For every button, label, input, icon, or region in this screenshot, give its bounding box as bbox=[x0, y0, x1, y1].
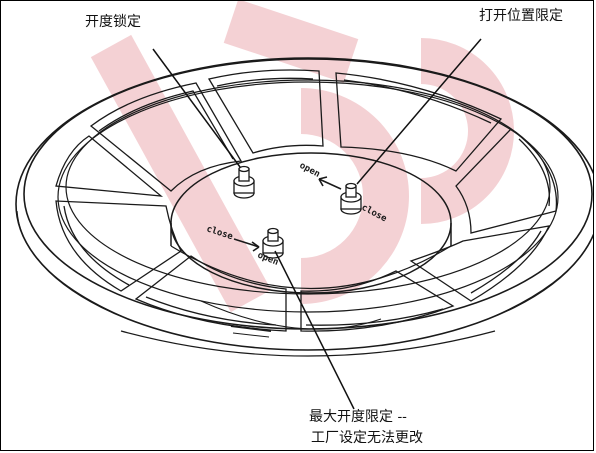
callout-max-limit-line1: 最大开度限定 -- bbox=[309, 409, 407, 425]
max-limit-bolt bbox=[262, 227, 284, 259]
callout-max-limit-line2: 工厂设定无法更改 bbox=[311, 430, 423, 446]
callout-open-lock: 开度锁定 bbox=[85, 14, 141, 30]
spoke-windows bbox=[55, 69, 558, 332]
leader-lines bbox=[152, 38, 482, 410]
hub-mark-open-top: open bbox=[298, 161, 322, 180]
open-limit-bolt bbox=[340, 182, 362, 215]
central-hub bbox=[170, 152, 452, 338]
direction-arrows bbox=[233, 176, 342, 252]
rim-thickness bbox=[16, 210, 593, 357]
callout-open-limit: 打开位置限定 bbox=[479, 8, 563, 24]
lock-bolt bbox=[233, 165, 255, 199]
